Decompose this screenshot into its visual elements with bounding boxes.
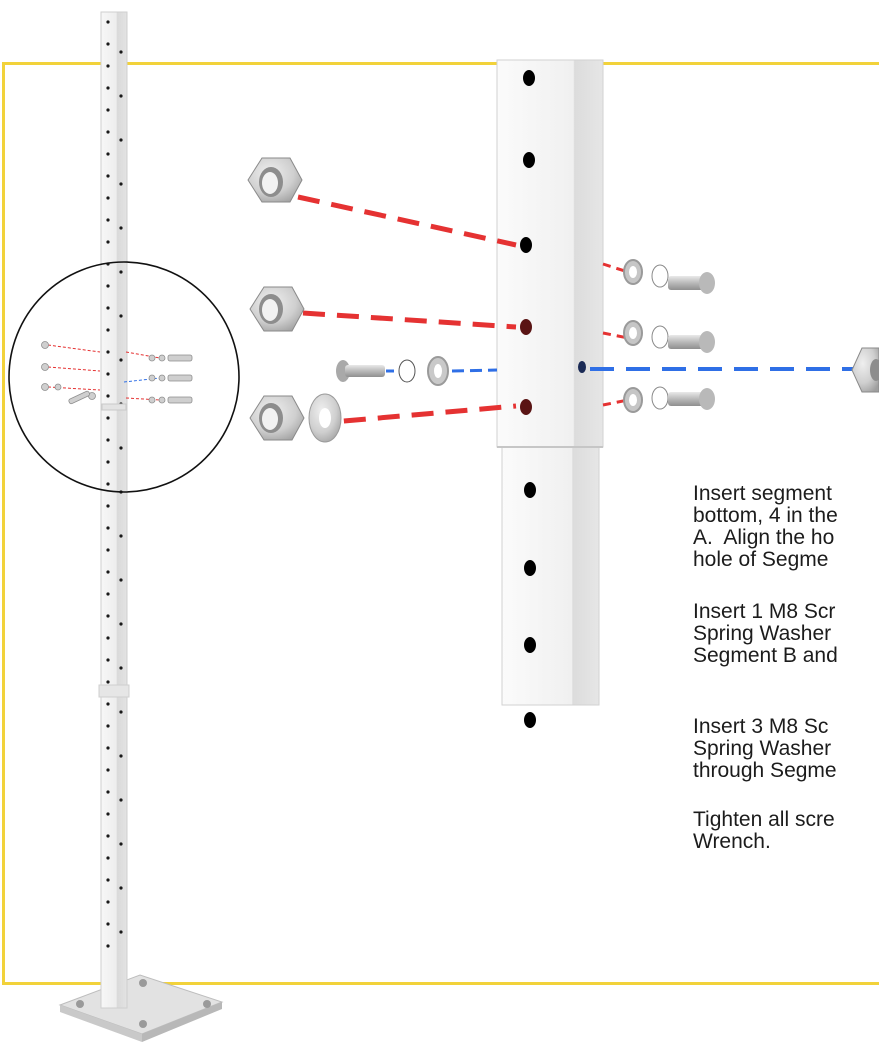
pole-hole — [106, 900, 110, 904]
instruction-step-4: Tighten all scre Wrench. — [693, 808, 835, 853]
pole-hole — [106, 526, 110, 530]
pole-hole — [106, 64, 110, 68]
pole-hole — [106, 42, 110, 46]
tube-segment-a — [501, 446, 600, 706]
hex-nut-icon — [851, 347, 879, 393]
pole-hole — [106, 834, 110, 838]
full-pole — [58, 11, 224, 1042]
pole-hole — [106, 130, 110, 134]
pole-hole — [119, 666, 123, 670]
flat-washer-icon — [427, 356, 449, 386]
base-bolt — [76, 1000, 84, 1008]
m8-screw-icon — [623, 259, 715, 294]
pole-hole — [119, 754, 123, 758]
pole-hole — [106, 614, 110, 618]
detail-circle — [8, 261, 240, 493]
pole-hole — [119, 314, 123, 318]
pole-hole — [106, 768, 110, 772]
pole-hole — [106, 20, 110, 24]
hex-nut-icon — [249, 395, 305, 441]
pole-hole — [119, 182, 123, 186]
pole-hole — [106, 218, 110, 222]
pole-hole — [119, 94, 123, 98]
pole-hole — [106, 548, 110, 552]
alignment-lines — [297, 194, 860, 427]
pole-hole — [119, 798, 123, 802]
pole-hole — [106, 152, 110, 156]
pole-hole — [106, 108, 110, 112]
pole-hole — [106, 350, 110, 354]
pole-hole — [119, 842, 123, 846]
instruction-step-2: Insert 1 M8 Scr Spring Washer Segment B … — [693, 600, 838, 667]
base-bolt — [203, 1000, 211, 1008]
pole-hole — [119, 270, 123, 274]
pole-hole — [106, 944, 110, 948]
pole-hole — [106, 284, 110, 288]
hex-nut-icon — [247, 157, 303, 203]
pole-hole — [119, 446, 123, 450]
pole-hole — [119, 358, 123, 362]
tube-segment-b — [496, 59, 604, 448]
pole-hole — [106, 922, 110, 926]
pole-hole — [106, 416, 110, 420]
pole-hole — [106, 372, 110, 376]
m8-screw-icon — [623, 320, 715, 353]
pole-hole — [106, 306, 110, 310]
pole-hole — [106, 680, 110, 684]
pole-hole — [106, 394, 110, 398]
pole-hole — [106, 702, 110, 706]
spring-washer-icon — [398, 359, 416, 383]
assembly-frame — [2, 62, 879, 985]
pole-hole — [119, 622, 123, 626]
pole-hole — [119, 578, 123, 582]
pole-hole — [106, 328, 110, 332]
pole-hole — [106, 812, 110, 816]
base-bolt — [139, 1020, 147, 1028]
pole-hole — [106, 592, 110, 596]
instruction-step-3: Insert 3 M8 Sc Spring Washer through Seg… — [693, 715, 837, 782]
detail-circle-icon — [8, 261, 240, 493]
pole-hole — [106, 86, 110, 90]
pole-hole — [106, 636, 110, 640]
pole-holes — [106, 20, 123, 948]
pole-hole — [119, 930, 123, 934]
m8-screw-icon — [336, 360, 385, 382]
pole-hole — [119, 226, 123, 230]
pole-hole — [106, 790, 110, 794]
flat-washer-icon — [308, 393, 342, 443]
pole-hole — [106, 504, 110, 508]
hex-nut-icon — [249, 286, 305, 332]
pole-hole — [119, 886, 123, 890]
pole-hole — [119, 50, 123, 54]
pole-hole — [106, 724, 110, 728]
pole-hole — [106, 658, 110, 662]
pole-hole — [106, 460, 110, 464]
pole-hole — [119, 138, 123, 142]
pole-hole — [106, 438, 110, 442]
pole-hole — [106, 196, 110, 200]
pole-hole — [119, 534, 123, 538]
base-bolt — [139, 979, 147, 987]
pole-hole — [106, 856, 110, 860]
pole-hole — [106, 878, 110, 882]
pole-hole — [106, 570, 110, 574]
instruction-step-1: Insert segment bottom, 4 in the A. Align… — [693, 482, 838, 571]
pole-hole — [106, 746, 110, 750]
pole-hole — [119, 710, 123, 714]
m8-screw-icon — [623, 386, 715, 413]
tube-holes — [520, 70, 586, 728]
pole-hole — [106, 240, 110, 244]
pole-hole — [106, 482, 110, 486]
pole-hole — [106, 174, 110, 178]
